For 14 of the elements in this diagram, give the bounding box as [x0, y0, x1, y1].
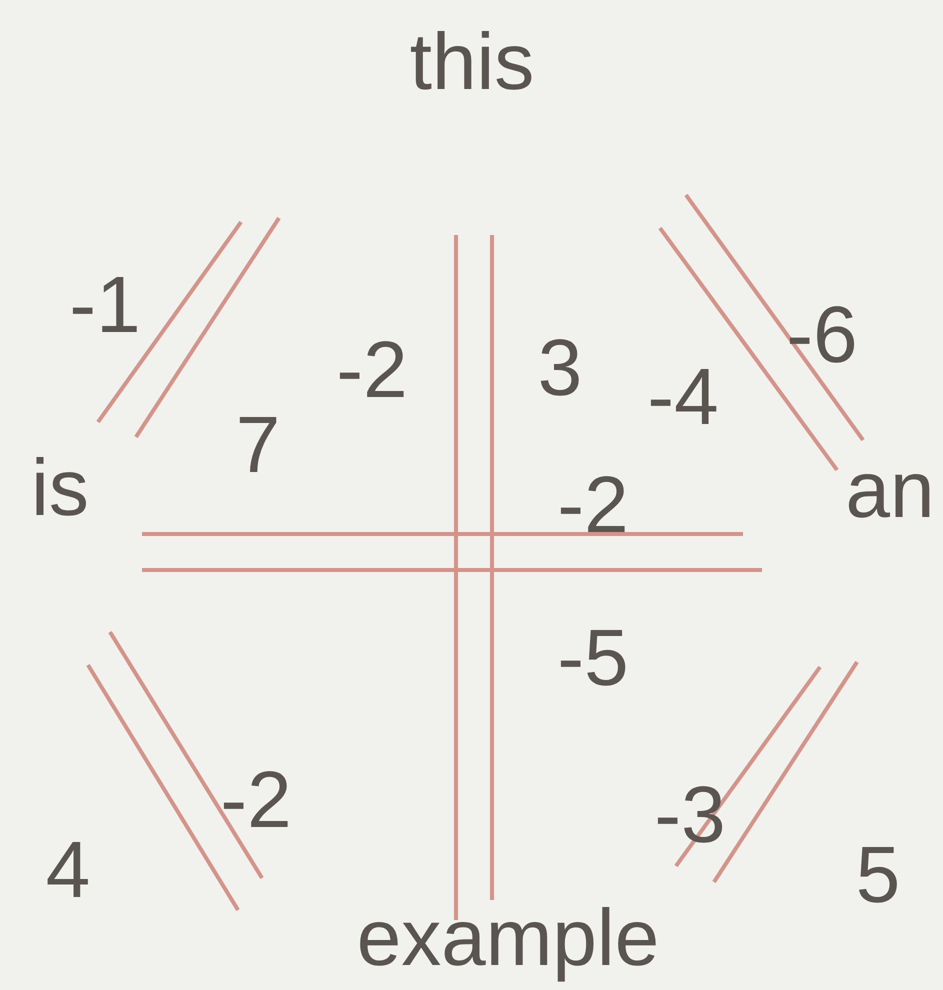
label-text: 5: [856, 835, 900, 915]
label-text: -2: [557, 465, 629, 545]
label-text: an: [846, 450, 934, 530]
label-text: -6: [786, 295, 858, 375]
label-text: 4: [46, 830, 90, 910]
label-text: -2: [220, 760, 292, 840]
label-text: -1: [69, 265, 141, 345]
label-text: is: [31, 448, 89, 528]
label-text: -5: [557, 618, 629, 698]
label-text: this: [410, 22, 534, 102]
label-text: 3: [538, 328, 582, 408]
label-text: -4: [647, 357, 719, 437]
label-text: -2: [336, 330, 408, 410]
label-text: 7: [236, 405, 280, 485]
